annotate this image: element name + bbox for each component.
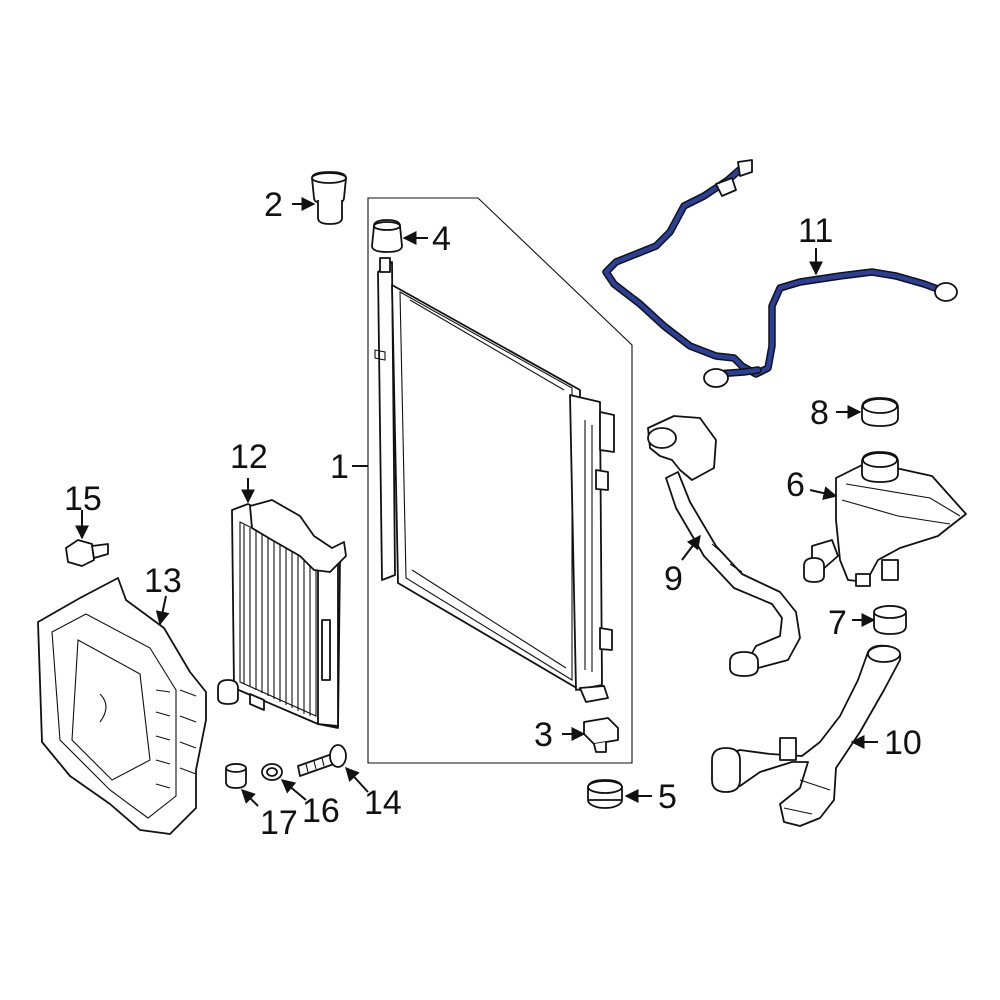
- callout-17: 17: [260, 804, 298, 842]
- callout-6: 6: [786, 466, 805, 504]
- part-6-expansion-tank[interactable]: [803, 451, 967, 587]
- callout-8: 8: [810, 394, 829, 432]
- part-16-washer[interactable]: [261, 763, 283, 781]
- part-14-bolt[interactable]: [297, 744, 347, 777]
- leader-9: [681, 534, 701, 561]
- radiator-group-outline: [367, 197, 633, 764]
- part-17-plug[interactable]: [225, 763, 247, 789]
- leader-lines: [75, 197, 878, 807]
- leader-14: [345, 766, 369, 793]
- part-10-lower-hose[interactable]: [711, 644, 902, 827]
- callout-5: 5: [658, 778, 677, 816]
- callout-labels: 1 2 3 4 5 6 7 8 9 10 11 12 13 14 15 16 1…: [64, 186, 922, 842]
- part-4-bushing[interactable]: [371, 219, 403, 253]
- leader-13: [155, 595, 170, 626]
- callout-10: 10: [884, 724, 922, 762]
- part-13-air-duct-shroud[interactable]: [37, 577, 207, 835]
- part-9-upper-hose[interactable]: [647, 415, 801, 677]
- leader-16: [280, 779, 307, 801]
- callout-14: 14: [364, 784, 402, 822]
- part-3-bracket[interactable]: [583, 717, 619, 753]
- callout-4: 4: [432, 220, 451, 258]
- part-7-grommet[interactable]: [873, 605, 907, 635]
- callout-9: 9: [664, 560, 683, 598]
- callout-1: 1: [330, 448, 349, 486]
- callout-2: 2: [264, 186, 283, 224]
- part-15-flange-bolt[interactable]: [65, 539, 109, 567]
- callout-13: 13: [144, 562, 182, 600]
- part-12-auxiliary-radiator[interactable]: [217, 499, 347, 729]
- leader-17: [241, 789, 259, 807]
- callout-11: 11: [798, 212, 833, 250]
- part-5-grommet[interactable]: [587, 779, 623, 809]
- part-11-coolant-line-highlighted[interactable]: [602, 159, 958, 388]
- callout-12: 12: [230, 438, 268, 476]
- part-2-cap[interactable]: [311, 171, 347, 225]
- part-8-reservoir-cap[interactable]: [861, 397, 899, 427]
- callout-3: 3: [534, 716, 553, 754]
- leader-6: [809, 486, 838, 500]
- callout-7: 7: [828, 604, 847, 642]
- callout-16: 16: [302, 792, 340, 830]
- callout-15: 15: [64, 480, 102, 518]
- main-radiator[interactable]: [374, 257, 615, 703]
